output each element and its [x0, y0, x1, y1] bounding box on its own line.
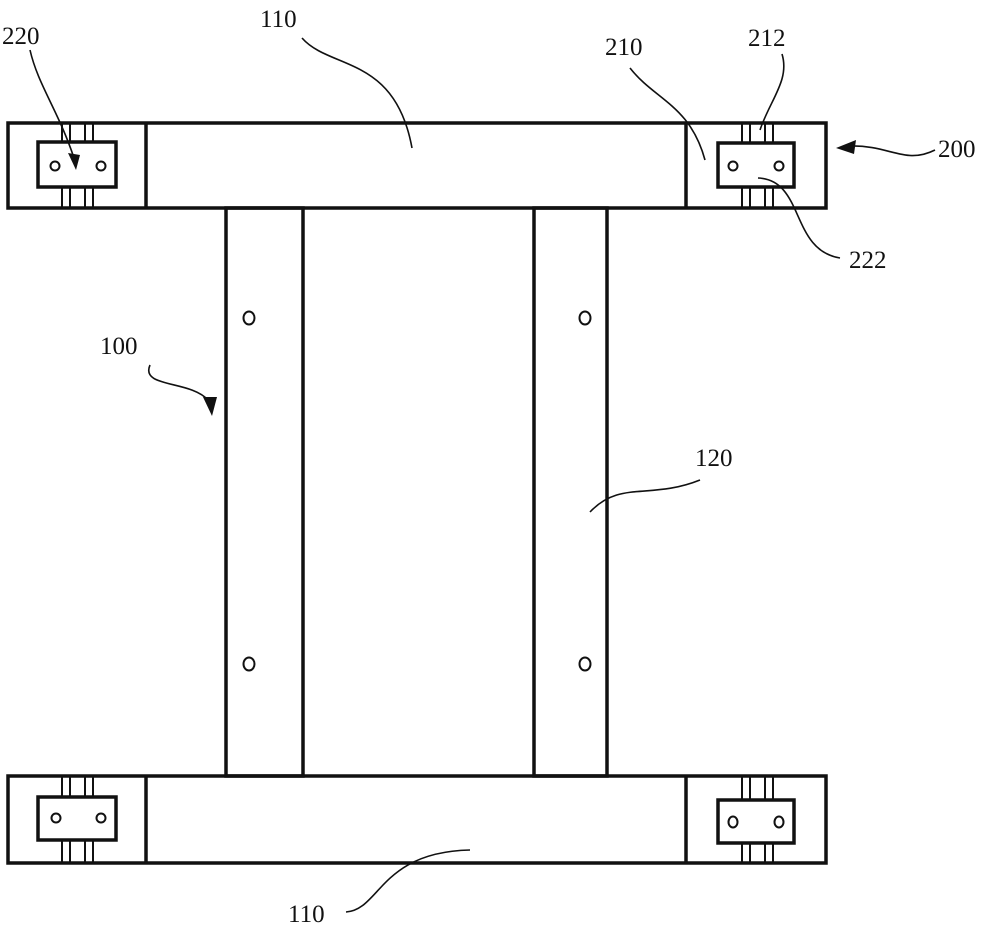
label-210: 210 — [605, 34, 643, 61]
top-crossbar — [6, 121, 828, 210]
label-110-top: 110 — [260, 6, 297, 33]
leader-222 — [757, 177, 841, 259]
leader-110-bottom — [345, 849, 471, 913]
leader-120 — [589, 479, 701, 513]
column-left — [224, 206, 305, 778]
arrow-220 — [68, 153, 80, 170]
connector-bottom-left — [36, 776, 118, 863]
label-212: 212 — [748, 25, 786, 52]
label-220: 220 — [2, 23, 40, 50]
arrow-200 — [836, 140, 856, 154]
label-120: 120 — [695, 445, 733, 472]
connector-top-left — [36, 123, 118, 208]
bottom-crossbar — [6, 774, 828, 865]
connector-top-right — [716, 123, 796, 208]
leader-220 — [29, 49, 75, 159]
connector-bottom-right — [716, 776, 796, 863]
label-110-bottom: 110 — [288, 901, 325, 928]
label-222: 222 — [849, 247, 887, 274]
leader-210 — [629, 67, 706, 161]
arrow-100 — [203, 397, 217, 416]
column-right — [532, 206, 609, 778]
label-200: 200 — [938, 136, 976, 163]
label-100: 100 — [100, 333, 138, 360]
leader-212 — [759, 53, 785, 131]
leader-110-top — [301, 37, 413, 149]
leader-100 — [147, 364, 209, 401]
leader-200 — [849, 145, 936, 157]
